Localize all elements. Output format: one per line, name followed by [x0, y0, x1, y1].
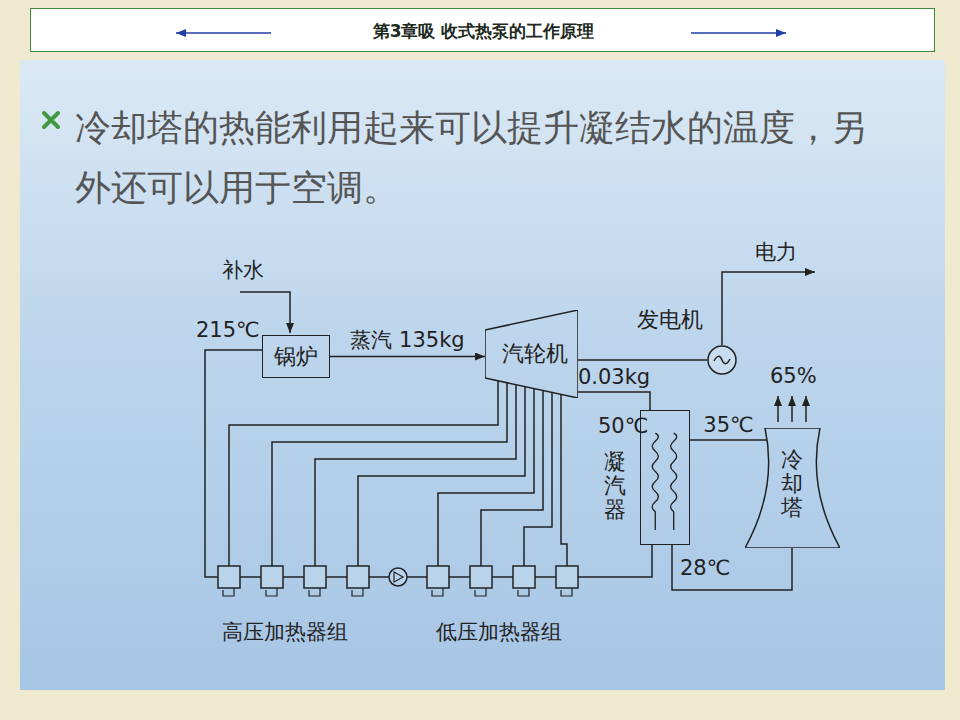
stream-label: 补水	[222, 258, 264, 282]
node-text: 凝汽器	[604, 450, 626, 523]
bullet-text: 冷却塔的热能利用起来可以提升凝结水的温度，另外还可以用于空调。	[75, 98, 875, 218]
drain-line	[561, 588, 572, 596]
heater-box	[556, 566, 578, 588]
output-label: 电力	[755, 240, 797, 264]
pipe-connector	[578, 392, 650, 410]
pipe-connector	[330, 356, 485, 358]
node-text: 冷却塔	[781, 448, 803, 521]
drain-line	[432, 588, 443, 596]
node-text: 汽轮机	[502, 341, 568, 366]
heat-loss-arrow	[791, 396, 793, 422]
percentage-label: 65%	[770, 364, 817, 388]
extraction-line	[524, 392, 552, 566]
generator-circle	[707, 345, 737, 375]
heater-group	[218, 566, 578, 596]
extraction-line	[229, 381, 498, 566]
group-label: 低压加热器组	[436, 620, 562, 644]
coil	[652, 433, 658, 530]
group-label: 高压加热器组	[222, 620, 348, 644]
drain-line	[352, 588, 363, 596]
pipe-connector	[578, 359, 707, 361]
heater-box	[261, 566, 283, 588]
ac-symbol	[714, 356, 730, 363]
drain-line	[475, 588, 486, 596]
bullet-mark	[44, 113, 58, 127]
heater-box	[347, 566, 369, 588]
connector-label: 35℃	[703, 413, 753, 437]
drain-line	[309, 588, 320, 596]
condensate-line	[578, 545, 652, 577]
header-arrow	[176, 32, 271, 34]
heat-loss-arrow	[805, 396, 807, 422]
condenser-box: 凝汽器	[598, 410, 690, 545]
generator-symbol: 发电机	[707, 345, 737, 375]
boiler-box: 锅炉	[262, 335, 330, 378]
tower-outline	[745, 428, 840, 548]
coil	[671, 433, 677, 530]
extraction-line	[272, 383, 507, 566]
extraction-line	[561, 394, 567, 566]
extraction-line	[358, 387, 525, 566]
power-output-line	[722, 272, 815, 345]
pipe-connector	[690, 439, 767, 441]
generator-circle	[708, 346, 736, 374]
drain-line	[518, 588, 529, 596]
temperature-label: 215℃	[196, 318, 260, 342]
pump-symbol	[394, 572, 403, 582]
pipe-connector	[672, 545, 792, 590]
heater-box	[470, 566, 492, 588]
condenser-outline	[640, 410, 690, 545]
heater-box	[427, 566, 449, 588]
header-arrow	[691, 32, 786, 34]
pump-symbol	[389, 568, 407, 586]
feedwater-line	[205, 350, 262, 577]
heater-box	[513, 566, 535, 588]
drain-line	[266, 588, 277, 596]
connector-label: 蒸汽 135kg	[350, 328, 464, 352]
node-text: 发电机	[637, 307, 703, 332]
connector-label: 0.03kg	[578, 365, 650, 389]
heater-box	[304, 566, 326, 588]
turbine-shape: 汽轮机	[485, 310, 578, 398]
node-text: 锅炉	[274, 344, 318, 369]
header-bar: 第3章吸 收式热泵的工作原理	[30, 8, 935, 52]
connector-label: 28℃	[680, 556, 730, 580]
slide-title: 第3章吸 收式热泵的工作原理	[31, 9, 936, 53]
turbine-outline	[485, 310, 578, 398]
cooling-tower: 冷却塔	[745, 428, 840, 548]
extraction-line	[438, 389, 534, 567]
condenser-coils	[641, 411, 689, 544]
extraction-line	[481, 391, 543, 567]
drain-line	[223, 588, 234, 596]
heater-box	[218, 566, 240, 588]
heat-loss-arrow	[777, 396, 779, 422]
